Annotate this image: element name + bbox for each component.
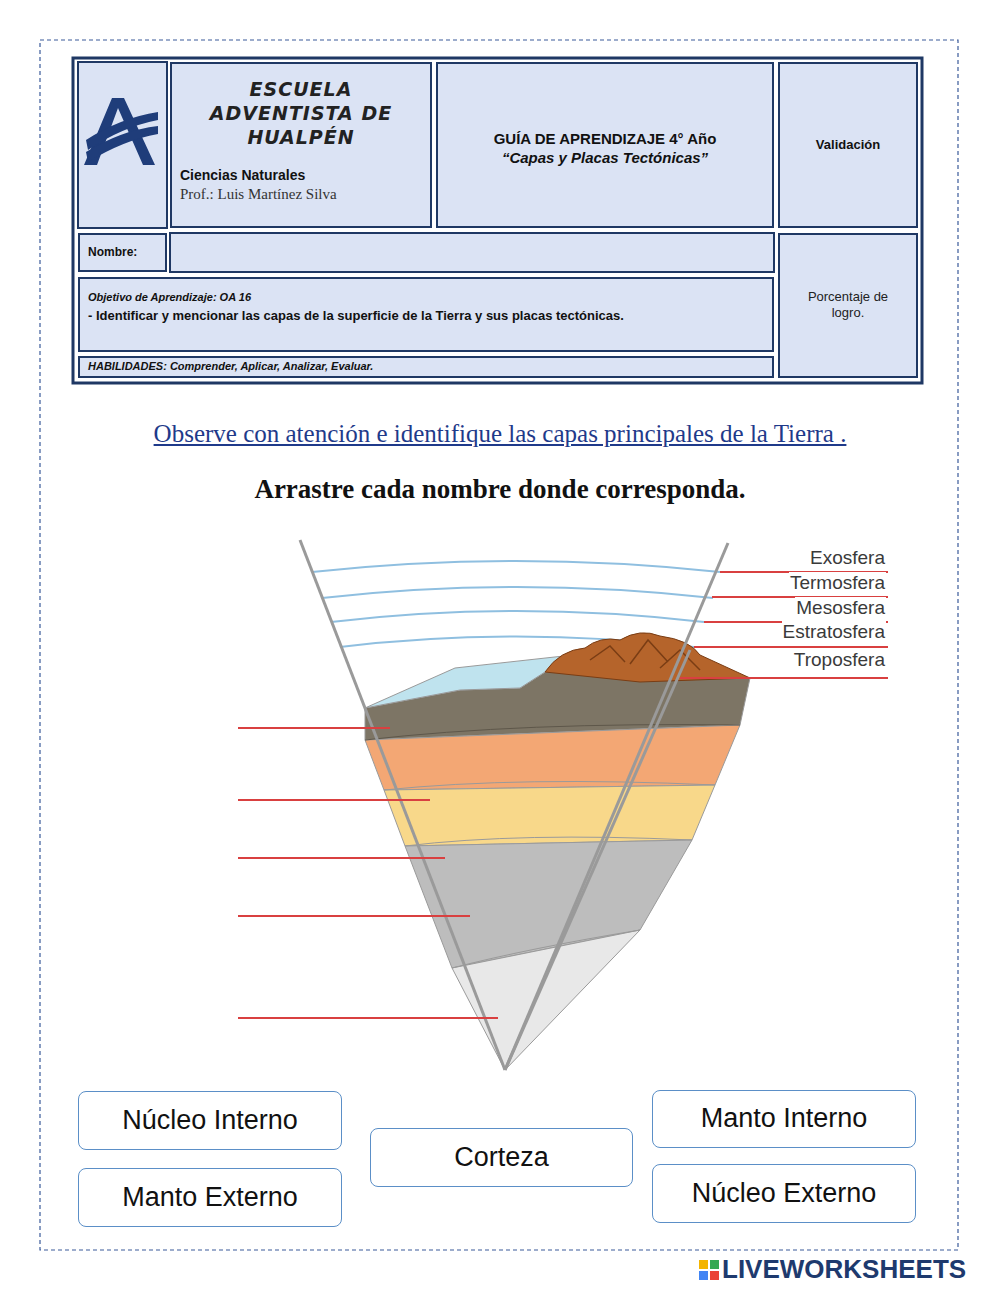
name-label: Nombre: (88, 245, 157, 260)
header-cell: Objetivo de Aprendizaje: OA 16 - Identifi… (78, 277, 774, 352)
mountains (545, 633, 750, 682)
header-cell: HABILIDADES: Comprender, Aplicar, Analiz… (78, 356, 774, 378)
guide-subtitle: “Capas y Placas Tectónicas” (446, 149, 764, 168)
answer-chip: Corteza (370, 1128, 633, 1187)
header-cell: GUÍA DE APRENDIZAJE 4° Año“Capas y Placa… (436, 62, 774, 228)
header-cell: Porcentaje de logro. (778, 233, 918, 378)
answer-chip: Núcleo Interno (78, 1091, 342, 1150)
atmosphere-layer: Mesosfera (795, 597, 886, 619)
answer-chip: Manto Interno (661, 1102, 907, 1136)
skills-text: HABILIDADES: Comprender, Aplicar, Analiz… (88, 360, 764, 374)
watermark-icon (699, 1260, 719, 1280)
instruction: Arrastre cada nombre donde corresponda. (254, 474, 745, 505)
header-cell: ESCUELA ADVENTISTA DE HUALPÉN Ciencias Na… (170, 62, 432, 228)
objective-text: - Identificar y mencionar las capas de l… (88, 308, 764, 324)
atmosphere-layer: Estratosfera (782, 621, 886, 643)
header-cell: Nombre: (78, 233, 167, 272)
atmosphere-layer: Exosfera (809, 547, 886, 569)
logo-cell (78, 62, 167, 228)
header-cell: Validación (778, 62, 918, 228)
header-frame (73, 58, 922, 383)
wedge-edges (300, 540, 728, 1070)
atmosphere-layer: Termosfera (789, 572, 886, 594)
answer-chip: Manto Interno (652, 1090, 916, 1148)
atmosphere-leaders (680, 572, 888, 678)
earth-layers (365, 670, 750, 1070)
answer-chip: Manto Externo (87, 1181, 333, 1215)
atmosphere-layer: Troposfera (793, 649, 886, 671)
answer-chip: Núcleo Externo (652, 1164, 916, 1223)
school-name: ESCUELA ADVENTISTA DE HUALPÉN (180, 78, 422, 149)
subject-name: Ciencias Naturales (180, 167, 422, 185)
answer-chip: Manto Externo (78, 1168, 342, 1227)
target-leaders (238, 728, 498, 1018)
page-border (40, 40, 958, 1250)
objective-heading: Objetivo de Aprendizaje: OA 16 (88, 291, 764, 305)
answer-chip: Núcleo Externo (661, 1177, 907, 1211)
watermark: LIVEWORKSHEETS (722, 1255, 966, 1285)
answer-chip: Núcleo Interno (87, 1104, 333, 1138)
validation-label: Validación (786, 137, 910, 153)
teacher-name: Prof.: Luis Martínez Silva (180, 185, 422, 204)
name-field (170, 233, 774, 272)
worksheet-title: Observe con atención e identifique las c… (154, 420, 847, 448)
achievement-label: Porcentaje de logro. (790, 289, 906, 322)
guide-title: GUÍA DE APRENDIZAJE 4° Año (446, 130, 764, 149)
answer-chip: Corteza (379, 1141, 624, 1175)
school-logo (84, 98, 158, 165)
atmosphere-arcs (312, 561, 720, 647)
